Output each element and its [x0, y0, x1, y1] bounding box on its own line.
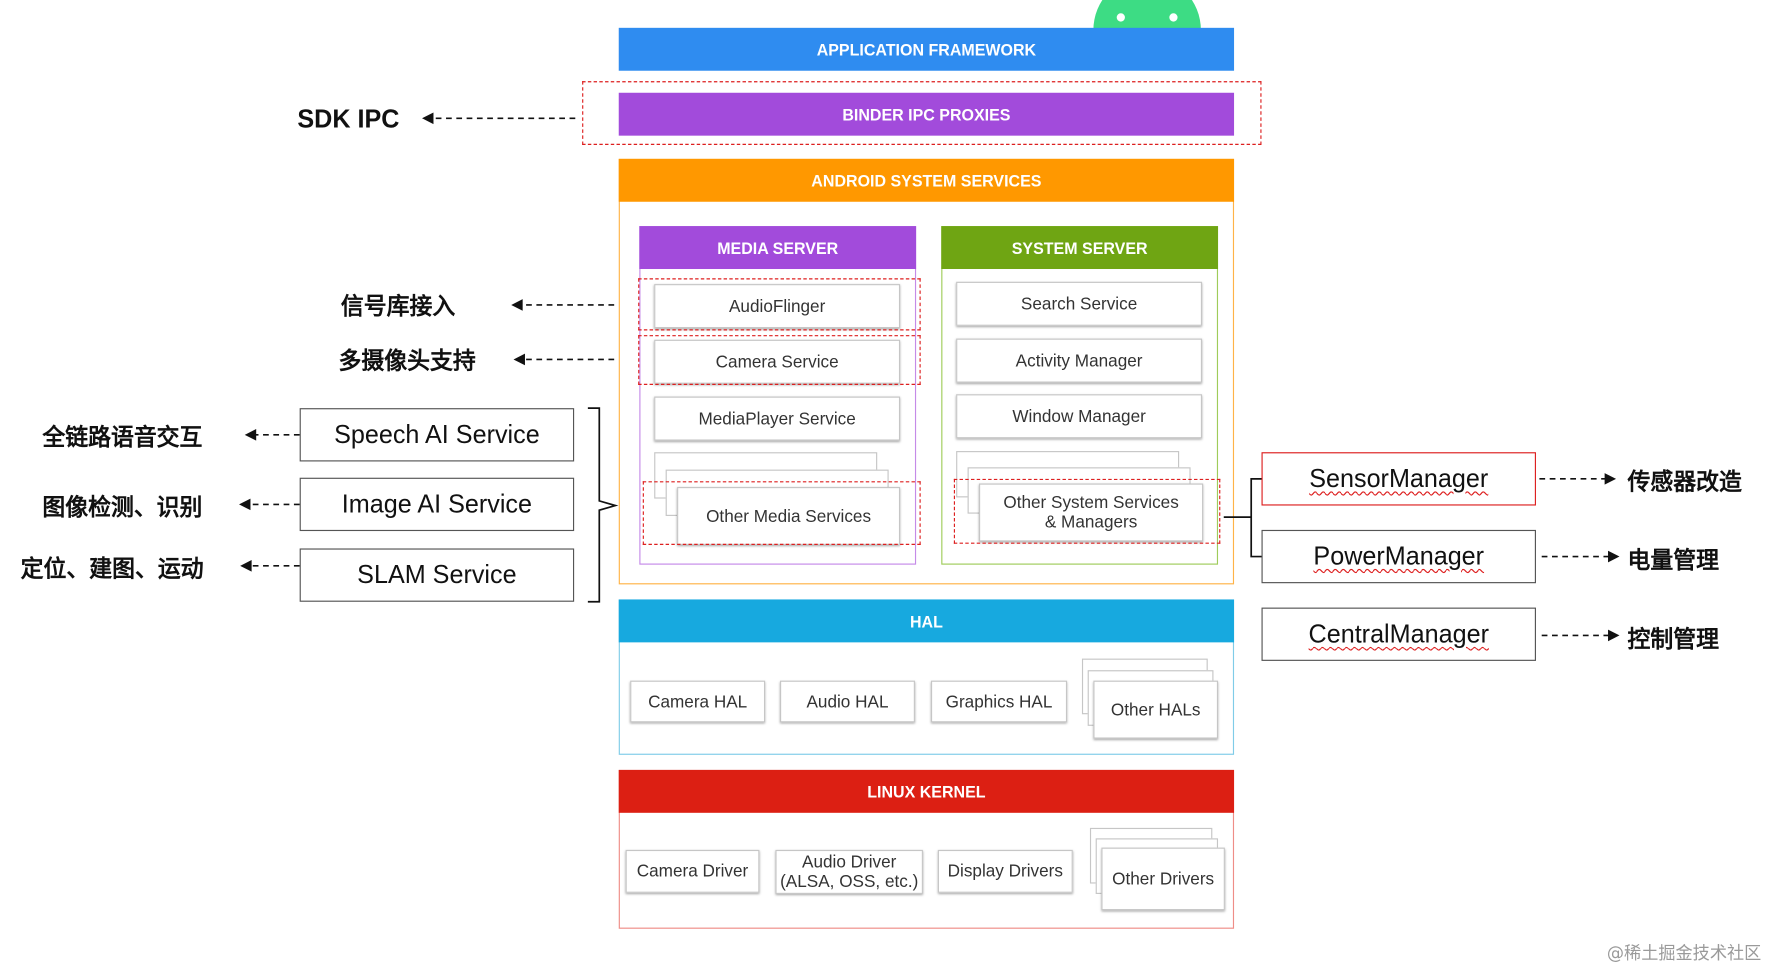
audio-driver-cell: Audio Driver (ALSA, OSS, etc.) [775, 849, 923, 894]
signal-library-label: 信号库接入 [340, 292, 456, 321]
watermark: @稀土掘金技术社区 [1606, 942, 1762, 964]
search-service-cell: Search Service [956, 281, 1203, 326]
android-logo-icon [1093, 0, 1201, 31]
display-drivers-cell: Display Drivers [937, 849, 1073, 893]
window-manager-cell: Window Manager [956, 394, 1203, 439]
other-hals-cell: Other HALs [1093, 680, 1219, 739]
media-server-header: MEDIA SERVER [639, 226, 917, 270]
multi-camera-label: 多摄像头支持 [338, 346, 476, 375]
graphics-hal-cell: Graphics HAL [930, 680, 1068, 723]
other-system-services-cell: Other System Services & Managers [979, 483, 1204, 542]
camera-hal-cell: Camera HAL [630, 680, 766, 723]
control-mgmt-label: 控制管理 [1627, 624, 1719, 653]
central-manager-box: CentralManager [1261, 607, 1536, 661]
mediaplayer-service-cell: MediaPlayer Service [654, 396, 901, 441]
right-brace [1250, 478, 1262, 558]
central-manager-label: CentralManager [1308, 619, 1489, 649]
sensor-manager-box: SensorManager [1261, 452, 1536, 506]
hal-header: HAL [618, 599, 1235, 643]
slam-positioning-label: 定位、建图、运动 [20, 554, 204, 583]
speech-ai-service-box: Speech AI Service [299, 408, 575, 462]
camera-service-cell: Camera Service [654, 339, 901, 384]
binder-highlight-box [582, 81, 1262, 145]
full-voice-interaction-label: 全链路语音交互 [42, 423, 203, 452]
sensor-manager-label: SensorManager [1309, 463, 1489, 493]
application-framework-layer: APPLICATION FRAMEWORK [618, 27, 1235, 71]
android-system-services-header: ANDROID SYSTEM SERVICES [618, 158, 1235, 202]
binder-ipc-proxies-layer: BINDER IPC PROXIES [618, 92, 1235, 136]
other-system-highlight-box [953, 478, 1221, 544]
system-server-header: SYSTEM SERVER [941, 226, 1219, 270]
linux-kernel-header: LINUX KERNEL [618, 769, 1235, 813]
sdk-ipc-label: SDK IPC [297, 104, 400, 134]
audio-hal-cell: Audio HAL [780, 680, 915, 723]
audioflinger-highlight-box [638, 278, 921, 331]
other-media-highlight-box [642, 481, 921, 545]
camera-service-highlight-box [638, 335, 921, 385]
camera-driver-cell: Camera Driver [625, 849, 760, 893]
slam-service-box: SLAM Service [299, 548, 575, 602]
power-manager-label: PowerManager [1313, 541, 1485, 571]
audioflinger-cell: AudioFlinger [654, 284, 901, 329]
image-ai-service-box: Image AI Service [299, 477, 575, 532]
left-brace [587, 407, 619, 603]
sensor-mod-label: 传感器改造 [1627, 467, 1742, 496]
activity-manager-cell: Activity Manager [956, 338, 1203, 383]
image-detection-label: 图像检测、识别 [42, 492, 203, 521]
power-mgmt-label: 电量管理 [1627, 546, 1719, 574]
power-manager-box: PowerManager [1261, 529, 1536, 584]
other-drivers-cell: Other Drivers [1101, 847, 1225, 911]
